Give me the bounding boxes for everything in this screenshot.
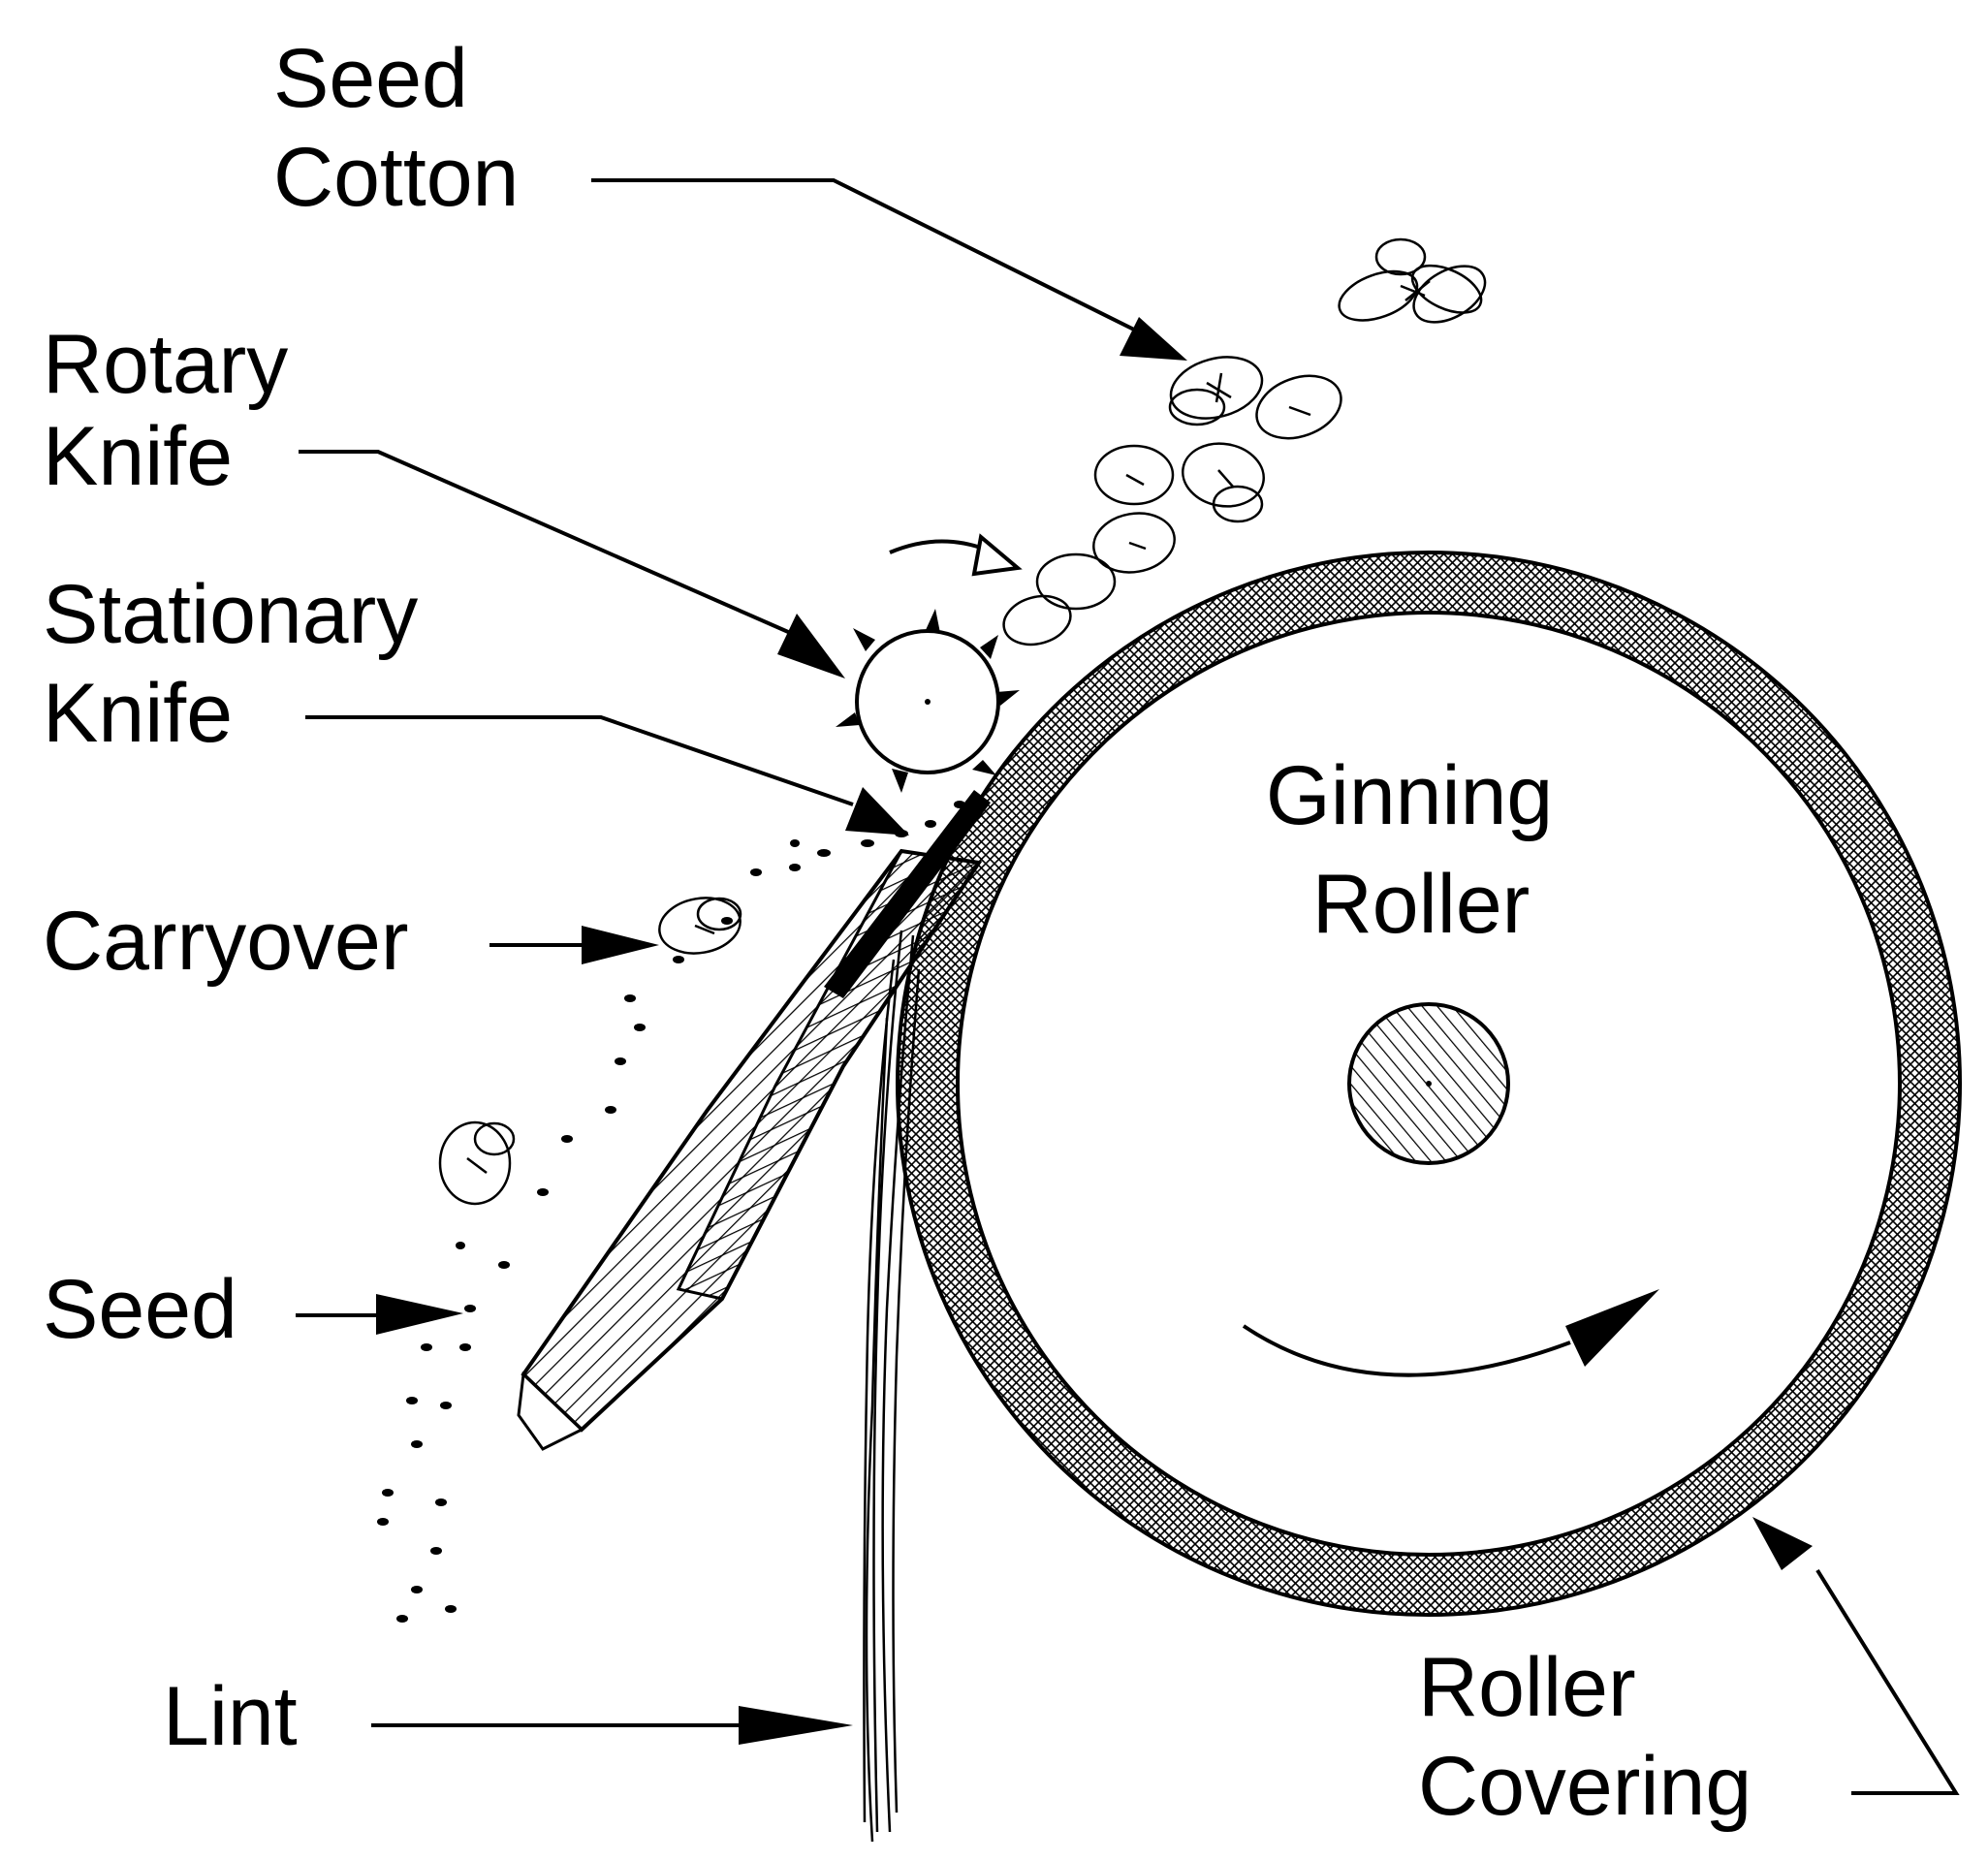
label-seed-cotton: Seed Cotton xyxy=(273,32,519,224)
lint-ribbon xyxy=(863,930,921,1843)
leader-seed xyxy=(296,1294,463,1335)
falling-seeds xyxy=(377,801,965,1623)
label-roller-covering: Roller Covering xyxy=(1418,1641,1751,1833)
knife-support-block xyxy=(517,848,983,1451)
roller-rotation-arrow xyxy=(1242,1324,1571,1377)
leader-roller-covering xyxy=(1752,1517,1960,1795)
label-carryover: Carryover xyxy=(43,895,409,988)
stationary-knife xyxy=(824,790,991,998)
label-lint: Lint xyxy=(163,1670,298,1763)
label-ginning-roller: Ginning Roller xyxy=(1266,749,1576,951)
leader-rotary-knife xyxy=(299,450,845,678)
label-rotary-knife: Rotary Knife xyxy=(43,318,311,503)
seed-cotton-tufts xyxy=(438,237,1487,1206)
label-stationary-knife: Stationary Knife xyxy=(43,568,441,760)
rotary-knife xyxy=(836,533,1023,793)
leader-carryover xyxy=(489,926,659,964)
leader-stationary-knife xyxy=(305,715,909,836)
ginning-roller xyxy=(896,551,1962,1617)
leader-lint xyxy=(371,1706,853,1745)
label-seed: Seed xyxy=(43,1263,237,1356)
leader-seed-cotton xyxy=(591,178,1187,361)
